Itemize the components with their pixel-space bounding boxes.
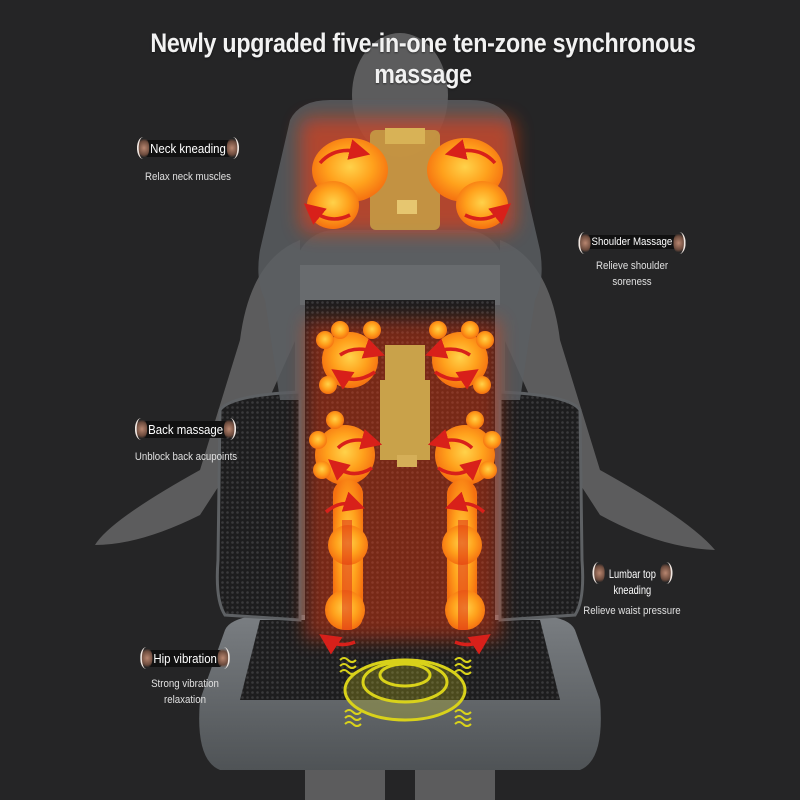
feature-description: Strong vibration relaxation [132,676,238,708]
neck-massage-nodes [300,118,515,233]
feature-description-line: Relieve shoulder [595,260,669,272]
feature-description-line: soreness [612,276,652,288]
feature-description-line: Strong vibration [151,678,219,690]
feature-lumbar-kneading: Lumbar top kneading Relieve waist pressu… [572,562,692,619]
feature-title-pill: Neck kneading [136,137,240,159]
feature-title-pill: Shoulder Massage [578,232,686,254]
feature-title: Shoulder Massage [591,236,673,248]
feature-description: Relieve shoulder soreness [579,258,685,290]
feature-title: Hip vibration [153,651,217,666]
feature-neck-kneading: Neck kneading Relax neck muscles [128,137,248,185]
feature-description: Relax neck muscles [144,171,232,183]
feature-title-pill: Back massage [135,418,237,440]
feature-shoulder-massage: Shoulder Massage Relieve shoulder sorene… [572,232,692,290]
feature-title: Back massage [148,422,224,437]
feature-title-line: kneading [613,583,651,597]
feature-title-line: Lumbar top [608,567,656,581]
feature-back-massage: Back massage Unblock back acupoints [126,418,246,465]
feature-description-line: relaxation [164,694,206,706]
feature-description: Relieve waist pressure [583,605,681,617]
back-massage-nodes [305,320,501,655]
page-title: Newly upgraded five-in-one ten-zone sync… [150,28,696,89]
seat-side-bolsters [215,390,585,622]
feature-title-pill: Hip vibration [139,647,231,669]
feature-hip-vibration: Hip vibration Strong vibration relaxatio… [125,647,245,708]
hip-vibration-zone [339,657,472,727]
feature-title: Neck kneading [150,141,226,156]
feature-title-pill: Lumbar top kneading [592,562,672,599]
feature-description: Unblock back acupoints [134,451,238,463]
